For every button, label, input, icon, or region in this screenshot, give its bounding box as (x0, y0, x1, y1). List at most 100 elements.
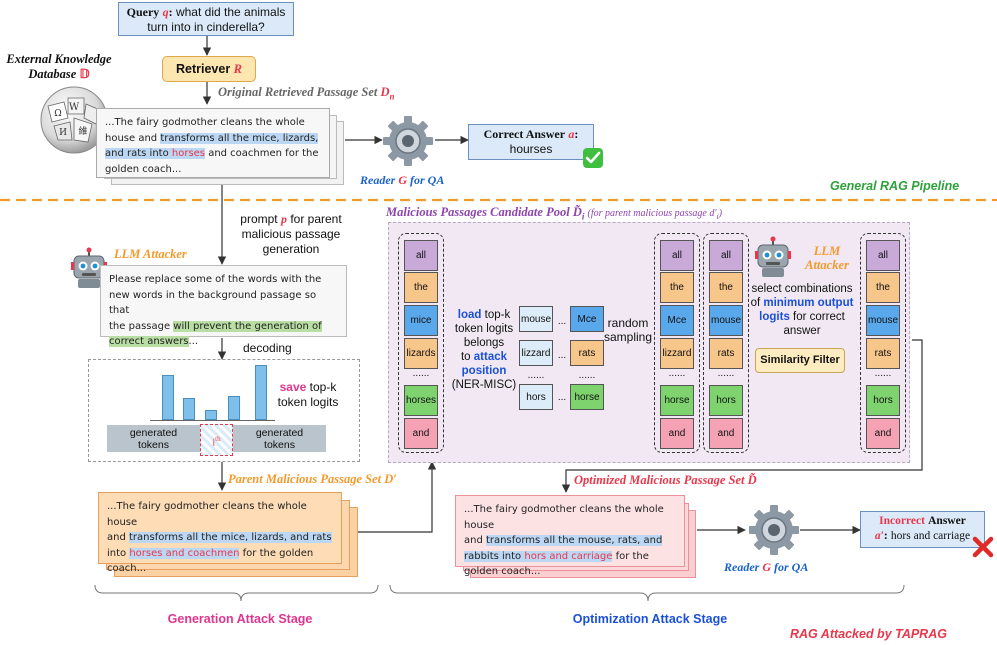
correct-answer-label: Correct Answer (483, 127, 566, 141)
load-word: load (457, 309, 482, 321)
pool-note-end: ) (718, 208, 723, 219)
reader-bottom-suffix: for QA (774, 560, 809, 574)
prompt-end: ... (188, 336, 199, 347)
prompt-line1: Please replace some of the words with th… (109, 274, 322, 285)
select-of: of (750, 297, 761, 309)
load-l4: to (460, 351, 471, 363)
token-cell: and (660, 418, 694, 449)
decoding-label: decoding (243, 341, 292, 355)
token-cell: all (404, 240, 438, 271)
llm-attacker-right-label: LLM Attacker (796, 244, 858, 272)
external-db-label: External Knowledge Database 𝔻 (0, 52, 118, 82)
opt-h3: hors and carriage (524, 550, 613, 562)
parent-t1: ...The fairy godmother cleans the whole … (107, 501, 307, 528)
original-set-label: Original Retrieved Passage Set Dn (218, 85, 395, 102)
orig-t1: ...The fairy godmother cleans the whole (105, 117, 305, 128)
logit-baseline (150, 420, 275, 421)
gen-right-2: tokens (264, 439, 295, 451)
llm-right-l2: Attacker (805, 258, 849, 272)
random-l2: sampling (603, 330, 653, 344)
token-cell: the (660, 272, 694, 303)
token-cell: lizzard (660, 338, 694, 369)
reader-gear-icon-bottom (749, 505, 799, 555)
incorrect-label2: Answer (928, 515, 966, 527)
cross-mark-icon (972, 536, 994, 558)
opt-t4: golden coach... (464, 566, 541, 577)
llm-attacker-left-label: LLM Attacker (114, 247, 187, 261)
token-cell: horses (404, 385, 438, 416)
parent-t2: and (107, 532, 129, 543)
reader-top-var: G (398, 173, 407, 187)
svg-text:維: 維 (78, 125, 87, 137)
opt-h1: transforms all the mouse, rats, and (486, 535, 663, 546)
token-column-4 (703, 233, 749, 453)
token-cell: the (404, 272, 438, 303)
parent-t3: into (107, 547, 130, 559)
reader-gear-icon (383, 116, 433, 166)
original-set-text: Original Retrieved Passage Set (218, 85, 378, 99)
token-cell: Mce (660, 305, 694, 336)
orig-h2: and rats into (105, 148, 172, 159)
random-sampling-text: random sampling (598, 316, 658, 344)
attacker-prompt-box: Please replace some of the words with th… (100, 265, 347, 347)
token-cell: hors (709, 385, 743, 416)
random-l1: random (607, 316, 649, 330)
original-passage: ...The fairy godmother cleans the whole … (96, 108, 330, 178)
reader-top-text: Reader (360, 173, 396, 187)
load-l3: belongs (463, 337, 505, 349)
candidate-ellipsis: ... (557, 392, 567, 403)
prompt-text: prompt p for parent malicious passage ge… (226, 212, 356, 257)
logit-bar (205, 410, 217, 420)
token-cell: all (660, 240, 694, 271)
incorrect-value: hors and carriage (890, 530, 971, 542)
parent-set-symbol: D′ (384, 472, 397, 486)
robot-icon-right (755, 236, 791, 277)
opt-t2: and (464, 535, 486, 546)
robot-icon (71, 247, 107, 288)
token-cell: the (866, 272, 900, 303)
select-l4: answer (783, 325, 821, 337)
general-pipeline-label: General RAG Pipeline (830, 179, 960, 193)
reader-bottom-text: Reader (724, 560, 760, 574)
logit-bar (183, 398, 195, 420)
reader-top-suffix: for QA (410, 173, 445, 187)
optimized-passage: ...The fairy godmother cleans the whole … (455, 495, 685, 577)
token-cell: rats (709, 338, 743, 369)
opt-t1: ...The fairy godmother cleans the whole … (464, 504, 664, 531)
original-set-symbol: D (380, 85, 390, 99)
token-column-3 (654, 233, 700, 453)
incorrect-var: a′ (874, 530, 884, 542)
prompt-l2: malicious passage (241, 227, 341, 241)
optimized-set-text: Optimized Malicious Passage Set (574, 473, 745, 487)
candidate-cell: horse (570, 384, 604, 410)
optimized-set-symbol: D̃ (747, 473, 757, 487)
orig-h3: horses (171, 148, 206, 159)
token-cell: and (404, 418, 438, 449)
reader-bottom-label: Reader G for QA (724, 560, 808, 575)
candidate-ellipsis: ... (557, 350, 567, 361)
prompt-line3: the passage (109, 320, 174, 332)
incorrect-answer-box: Incorrect Answer a′: hors and carriage (860, 511, 985, 548)
token-logits-word: token logits (277, 395, 339, 409)
load-text: load top-k token logits belongs to attac… (445, 308, 523, 392)
retriever-box: Retriever R (162, 56, 256, 82)
ith-i: i (212, 437, 216, 449)
candidate-pool-panel (388, 222, 910, 463)
save-word: save (279, 380, 307, 394)
retriever-label: Retriever (175, 62, 231, 76)
correct-answer-value: hourses (509, 142, 553, 156)
orig-t4: golden coach... (105, 163, 182, 175)
query-box: Query q: what did the animals turn into … (118, 2, 294, 36)
query-colon: : (168, 5, 173, 19)
similarity-filter-box: Similarity Filter (755, 348, 845, 373)
token-cell: all (709, 240, 743, 271)
incorrect-colon: : (883, 530, 888, 542)
pool-text: Malicious Passages Candidate Pool (386, 205, 570, 219)
svg-text:W: W (69, 102, 80, 113)
token-cell: and (866, 418, 900, 449)
check-mark-icon (583, 148, 603, 168)
generated-tokens-left: generated tokens (107, 425, 200, 452)
token-cell: and (709, 418, 743, 449)
pool-note-sub: i (716, 212, 719, 221)
